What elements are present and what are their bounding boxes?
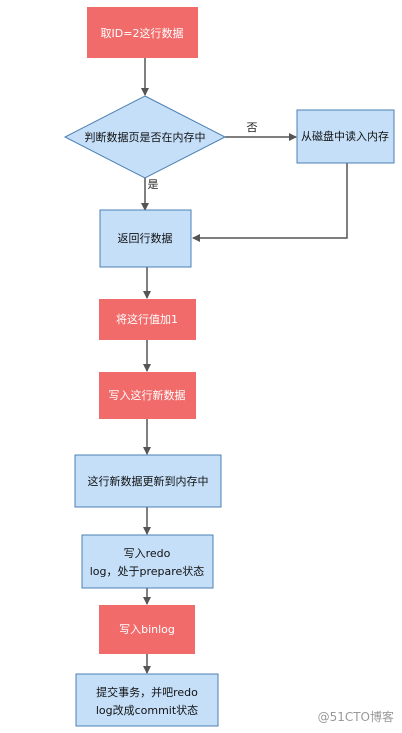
node-write-binlog-label: 写入binlog: [119, 623, 175, 636]
node-return-row: [99, 209, 192, 268]
edge-read-disk-to-return: [192, 163, 348, 242]
node-commit-line-1: 提交事务，并吧redo: [96, 685, 198, 699]
node-write-new-label: 写入这行新数据: [109, 388, 186, 402]
node-commit-line-2: log改成commit状态: [96, 703, 198, 717]
node-decision: [63, 95, 227, 179]
edge-label-yes: 是: [148, 178, 159, 191]
node-fetch-label: 取ID=2这行数据: [101, 26, 184, 40]
node-write-new: [99, 372, 196, 419]
node-decision-label: 判断数据页是否在内存中: [85, 130, 206, 144]
node-redo-prepare-line-2: log，处于prepare状态: [90, 564, 205, 578]
node-read-disk-label: 从磁盘中读入内存: [301, 129, 389, 143]
node-commit: [75, 673, 219, 727]
node-read-disk: [296, 109, 395, 164]
node-write-binlog: [99, 605, 195, 654]
node-redo-prepare: [81, 534, 214, 589]
node-fetch: [87, 7, 198, 58]
node-add-one-label: 将这行值加1: [116, 312, 178, 326]
node-update-memory-label: 这行新数据更新到内存中: [88, 474, 209, 488]
node-redo-prepare-line-1: 写入redo: [124, 547, 171, 560]
node-add-one: [99, 299, 196, 340]
node-return-row-label: 返回行数据: [118, 231, 173, 245]
edge-label-no: 否: [247, 121, 258, 134]
watermark: @51CTO博客: [317, 710, 394, 724]
node-update-memory: [74, 454, 222, 508]
